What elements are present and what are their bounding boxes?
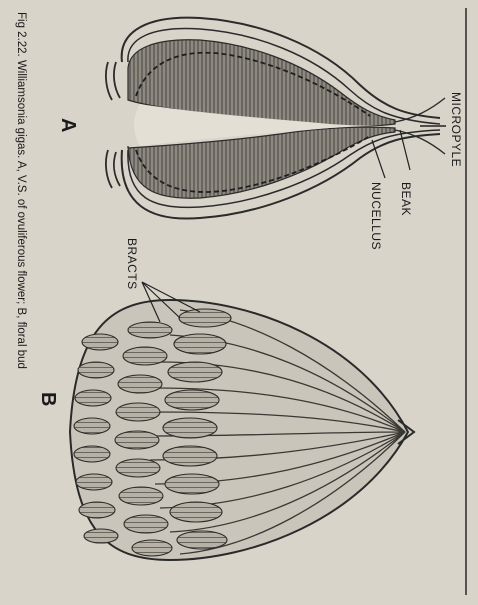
beak-pointer: [400, 130, 410, 170]
floral-bud-diagram-b: [70, 300, 414, 560]
ovule-diagram-a: [106, 18, 445, 219]
panel-b-label: B: [37, 392, 59, 406]
micropyle-label: MICROPYLE: [449, 92, 463, 167]
bracts-label: BRACTS: [125, 238, 139, 290]
nucellus-label: NUCELLUS: [369, 182, 383, 250]
ovule-base-right: [106, 150, 120, 188]
ovule-base-left: [106, 62, 120, 100]
beak-label: BEAK: [399, 182, 413, 216]
panel-a-label: A: [57, 118, 79, 132]
figure-caption: Fig 2.22. Williamsonia gigas. A, V.S. of…: [15, 12, 27, 369]
